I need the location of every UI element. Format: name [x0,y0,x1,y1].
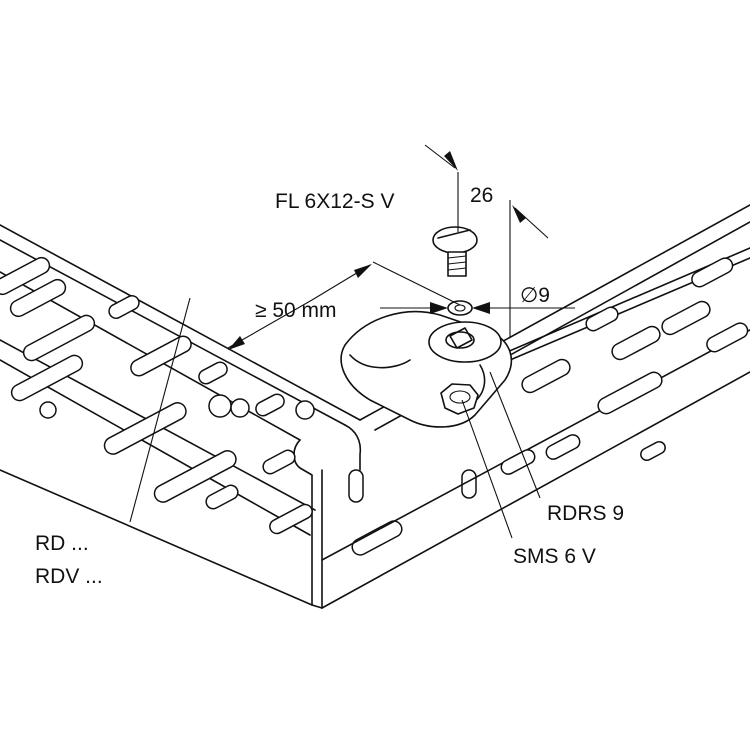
min-distance-label: ≥ 50 mm [255,299,337,322]
leader-lines [129,297,541,539]
fl-screw [432,226,478,316]
nut-label: SMS 6 V [513,545,596,568]
screw-label: FL 6X12-S V [275,190,394,213]
dimension-lines [227,144,575,350]
tray-label-rd: RD ... [35,532,89,555]
rdrs-connector [340,310,513,428]
connector-label: RDRS 9 [547,502,624,525]
end-wall-slots [348,469,477,556]
diameter-label: ∅9 [520,284,550,307]
base-slots [0,256,315,535]
sms-nut [440,383,479,415]
left-cable-tray [0,224,477,609]
dimension-26-label: 26 [470,184,493,207]
tray-label-rdv: RDV ... [35,565,103,588]
